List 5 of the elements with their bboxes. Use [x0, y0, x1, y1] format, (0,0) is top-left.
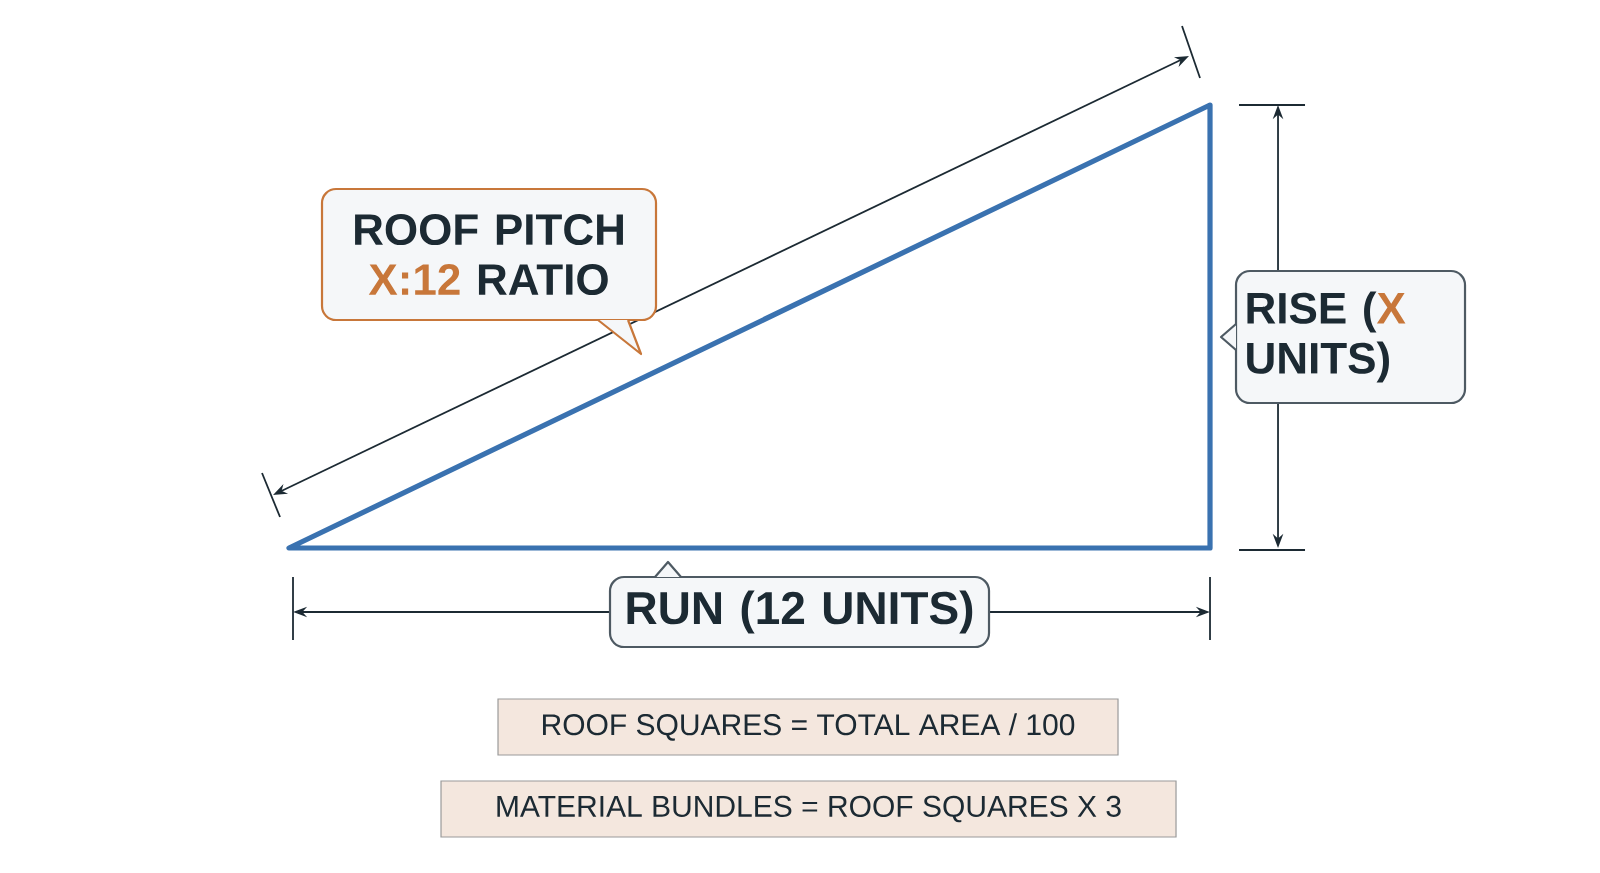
- formula-box: MATERIAL BUNDLES = ROOF SQUARES X 3: [440, 780, 1177, 838]
- callout-bubble: ROOF PITCH X:12 RATIO: [320, 187, 658, 356]
- callout-bubble: RISE (X UNITS): [1219, 269, 1467, 405]
- formula-box: ROOF SQUARES = TOTAL AREA / 100: [497, 698, 1119, 756]
- callout-bubble: RUN (12 UNITS): [608, 560, 991, 649]
